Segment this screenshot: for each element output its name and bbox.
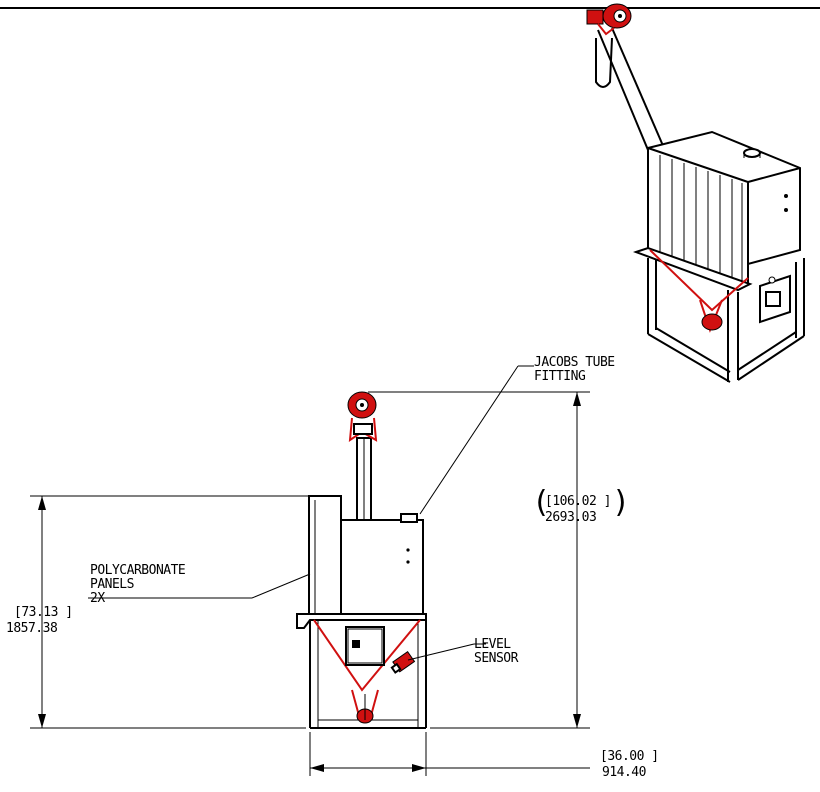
frame-height-in: [73.13 ] [14, 605, 73, 620]
dimension-width: [36.00 ] 914.40 [309, 732, 659, 780]
jacobs-label-line2: FITTING [534, 369, 586, 384]
level-label-line1: LEVEL [474, 637, 511, 652]
width-mm: 914.40 [602, 765, 646, 780]
poly-callout: POLYCARBONATE PANELS 2X [88, 563, 311, 606]
svg-text:(: ( [532, 485, 550, 520]
svg-text:): ) [612, 485, 630, 520]
frame-height-mm: 1857.38 [6, 621, 57, 636]
poly-label-line2: PANELS [90, 577, 134, 592]
level-callout: LEVEL SENSOR [407, 637, 519, 666]
overall-height-in: [106.02 ] [545, 494, 611, 509]
jacobs-callout: JACOBS TUBE FITTING [419, 355, 615, 515]
dimension-frame-height: [73.13 ] 1857.38 [6, 495, 308, 729]
level-label-line2: SENSOR [474, 651, 519, 666]
front-frame [309, 620, 427, 729]
overall-height-mm: 2693.03 [545, 510, 596, 525]
dimension-overall-height: ( ) [106.02 ] 2693.03 [368, 391, 630, 729]
iso-panel-ribs [659, 155, 743, 283]
front-view [296, 391, 427, 729]
poly-label-line1: POLYCARBONATE [90, 563, 185, 578]
level-sensor [390, 651, 416, 674]
width-in: [36.00 ] [600, 749, 659, 764]
front-motor-head [347, 391, 378, 442]
jacobs-label-line1: JACOBS TUBE [534, 355, 615, 370]
iso-motor-head [586, 3, 632, 36]
isometric-view [586, 3, 805, 383]
iso-frame [647, 258, 805, 383]
